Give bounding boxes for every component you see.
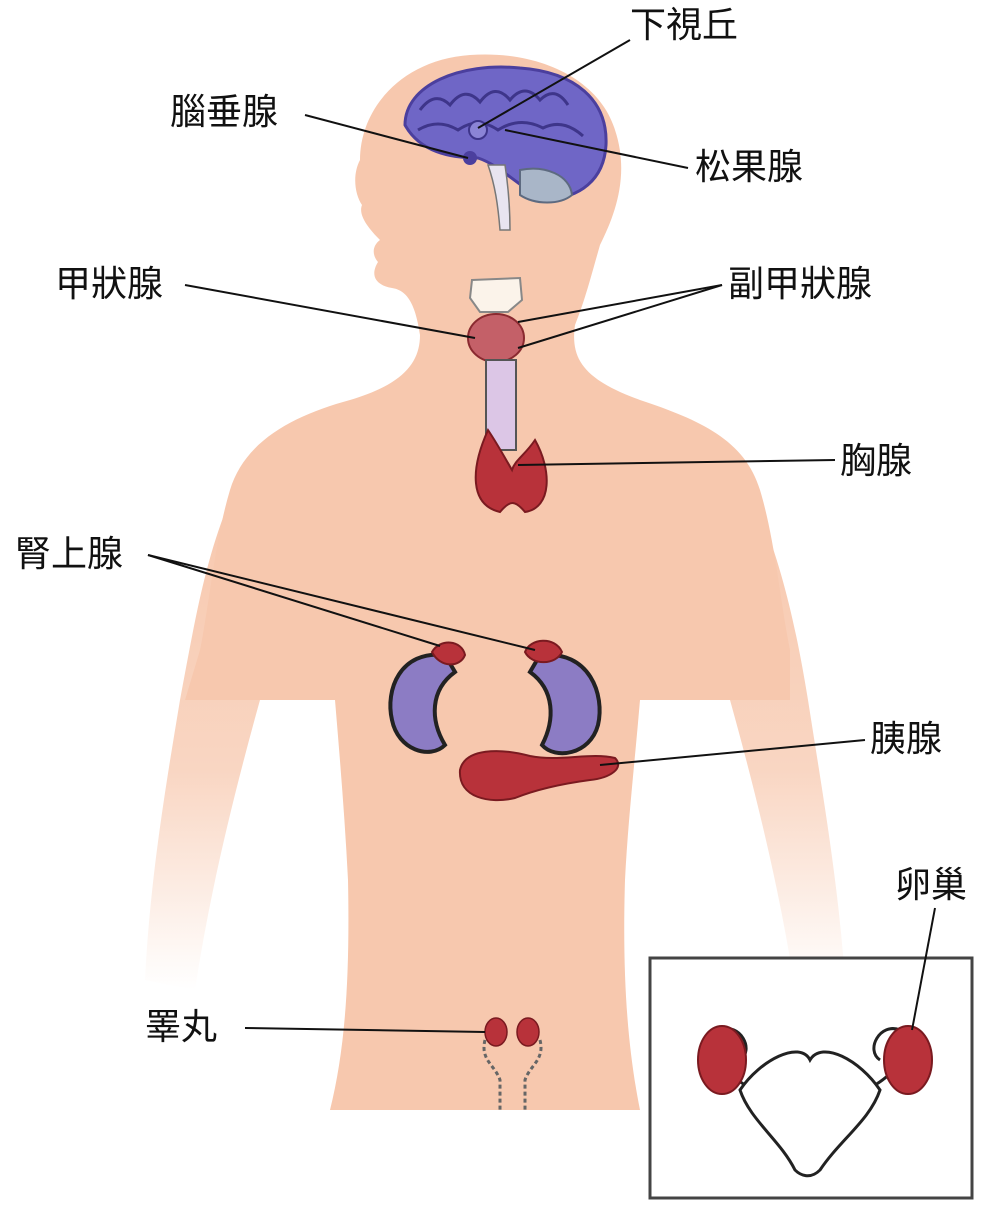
right-adrenal-gland (525, 641, 562, 662)
right-testis (517, 1018, 539, 1046)
larynx (470, 278, 522, 312)
thyroid-gland (468, 314, 524, 362)
left-testis (485, 1018, 507, 1046)
leader-pancreas (600, 740, 865, 765)
label-testis: 睪丸 (145, 1010, 217, 1046)
label-hypothalamus: 下視丘 (630, 8, 738, 44)
right-arm (730, 500, 845, 990)
label-thyroid: 甲狀腺 (55, 267, 163, 303)
label-ovary: 卵巢 (895, 868, 967, 904)
body-silhouette (185, 54, 790, 1110)
label-parathyroid: 副甲狀腺 (728, 267, 872, 303)
right-ovary (884, 1026, 932, 1094)
left-ovary (698, 1026, 746, 1094)
label-thymus: 胸腺 (840, 444, 912, 480)
label-pineal: 松果腺 (695, 150, 803, 186)
label-adrenal: 腎上腺 (15, 537, 123, 573)
label-pituitary: 腦垂腺 (170, 95, 278, 131)
label-pancreas: 胰腺 (870, 722, 942, 758)
